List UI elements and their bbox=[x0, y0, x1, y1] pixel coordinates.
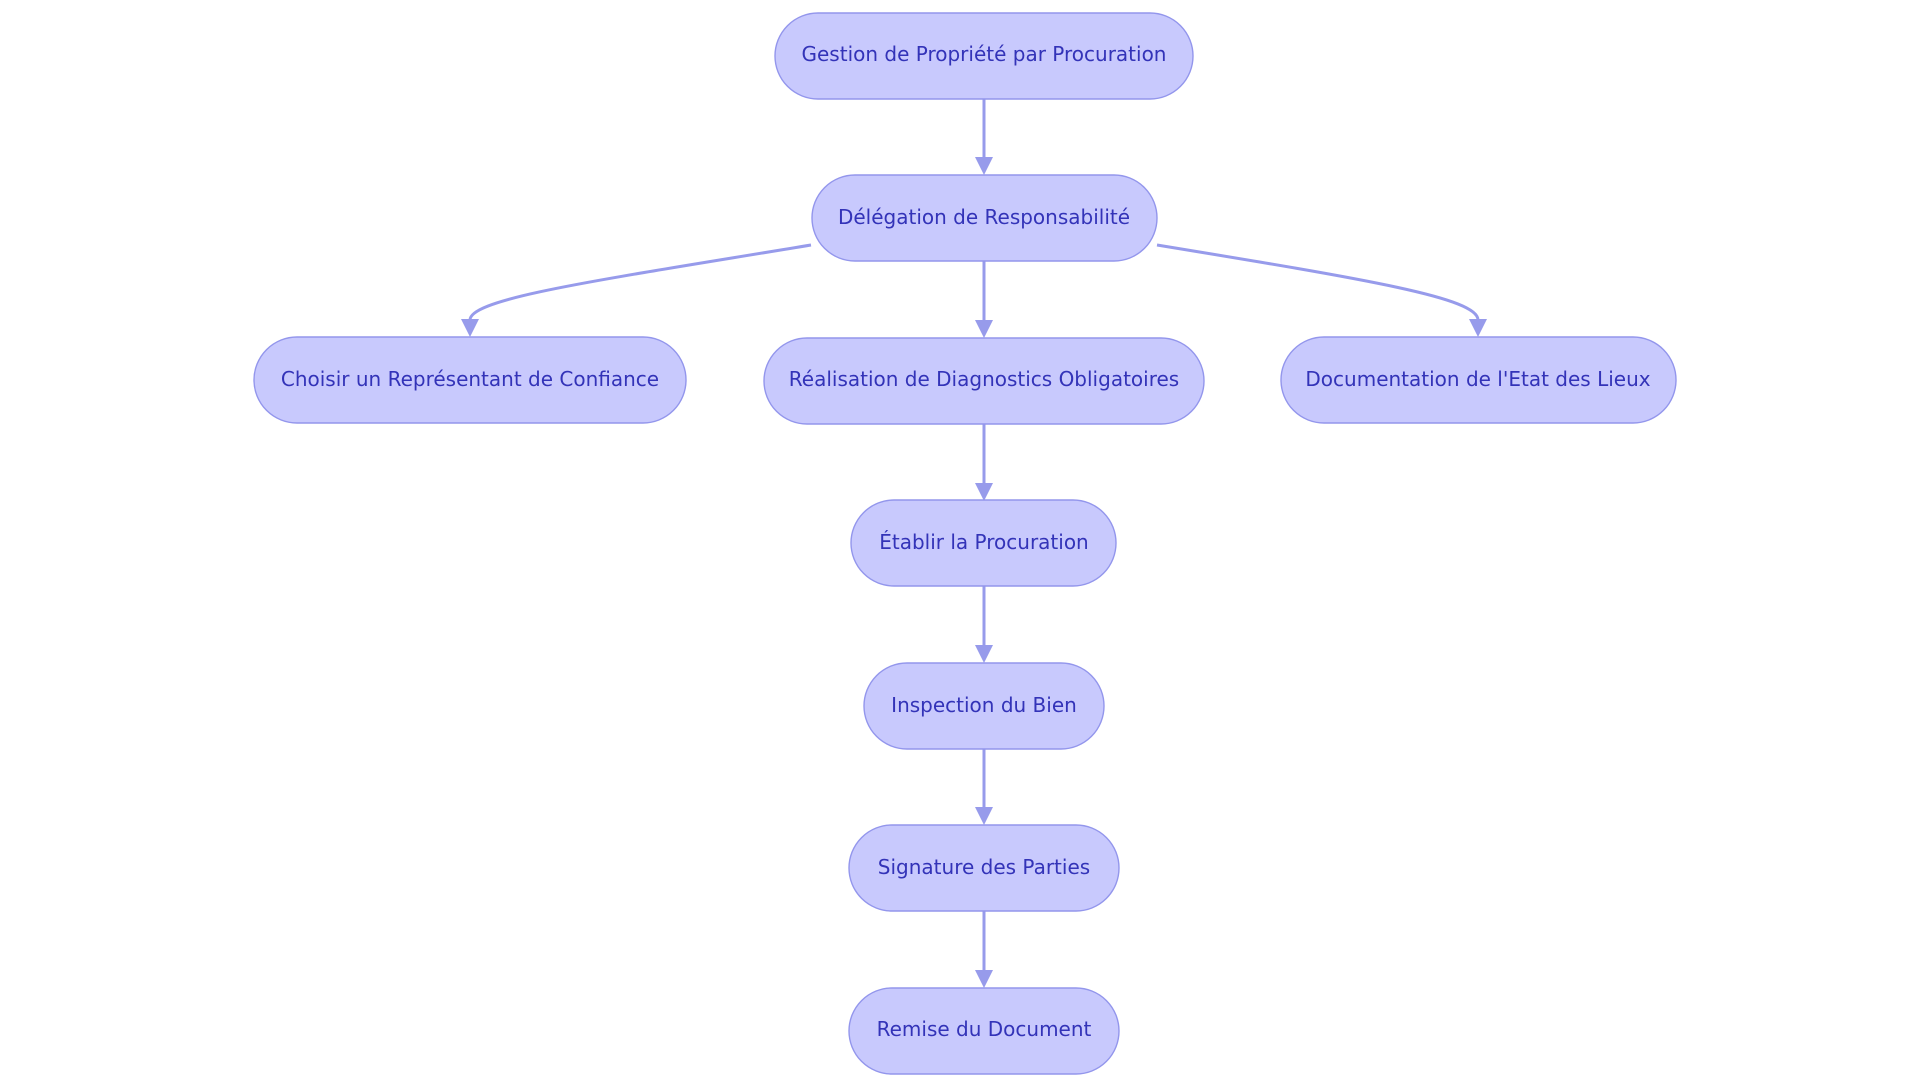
node-inspection-label: Inspection du Bien bbox=[891, 693, 1077, 717]
node-remise: Remise du Document bbox=[848, 987, 1120, 1075]
node-documentation-label: Documentation de l'Etat des Lieux bbox=[1305, 367, 1650, 391]
nodes: Gestion de Propriété par Procuration Dél… bbox=[253, 12, 1677, 1075]
node-etablir-shape bbox=[850, 499, 1117, 587]
node-realisation-shape bbox=[763, 337, 1205, 425]
node-choisir-shape bbox=[253, 336, 687, 424]
arrowhead-choisir bbox=[461, 319, 479, 337]
node-delegation-label: Délégation de Responsabilité bbox=[838, 205, 1130, 229]
node-documentation: Documentation de l'Etat des Lieux bbox=[1280, 336, 1677, 424]
node-inspection-shape bbox=[863, 662, 1105, 750]
node-choisir: Choisir un Représentant de Confiance bbox=[253, 336, 687, 424]
node-remise-shape bbox=[848, 987, 1120, 1075]
arrowhead-documentation bbox=[1469, 319, 1487, 337]
node-realisation-label: Réalisation de Diagnostics Obligatoires bbox=[789, 367, 1179, 391]
node-gestion-shape bbox=[774, 12, 1194, 100]
node-signature-label: Signature des Parties bbox=[878, 855, 1090, 879]
edge-delegation-documentation bbox=[1156, 243, 1480, 321]
node-signature-shape bbox=[848, 824, 1120, 912]
arrowhead-etablir bbox=[975, 483, 993, 501]
arrowhead-realisation bbox=[975, 320, 993, 338]
arrowhead-inspection bbox=[975, 645, 993, 663]
arrowhead-delegation bbox=[975, 157, 993, 175]
node-signature: Signature des Parties bbox=[848, 824, 1120, 912]
node-documentation-shape bbox=[1280, 336, 1677, 424]
node-etablir-label: Établir la Procuration bbox=[879, 530, 1088, 554]
node-choisir-label: Choisir un Représentant de Confiance bbox=[281, 367, 659, 391]
node-gestion-label: Gestion de Propriété par Procuration bbox=[802, 42, 1167, 66]
node-gestion: Gestion de Propriété par Procuration bbox=[774, 12, 1194, 100]
edges bbox=[461, 99, 1487, 988]
arrowhead-remise bbox=[975, 970, 993, 988]
arrowhead-signature bbox=[975, 807, 993, 825]
node-etablir: Établir la Procuration bbox=[850, 499, 1117, 587]
node-realisation: Réalisation de Diagnostics Obligatoires bbox=[763, 337, 1205, 425]
node-delegation: Délégation de Responsabilité bbox=[811, 174, 1158, 262]
node-inspection: Inspection du Bien bbox=[863, 662, 1105, 750]
edge-delegation-choisir bbox=[468, 243, 812, 321]
node-remise-label: Remise du Document bbox=[877, 1017, 1092, 1041]
node-delegation-shape bbox=[811, 174, 1158, 262]
